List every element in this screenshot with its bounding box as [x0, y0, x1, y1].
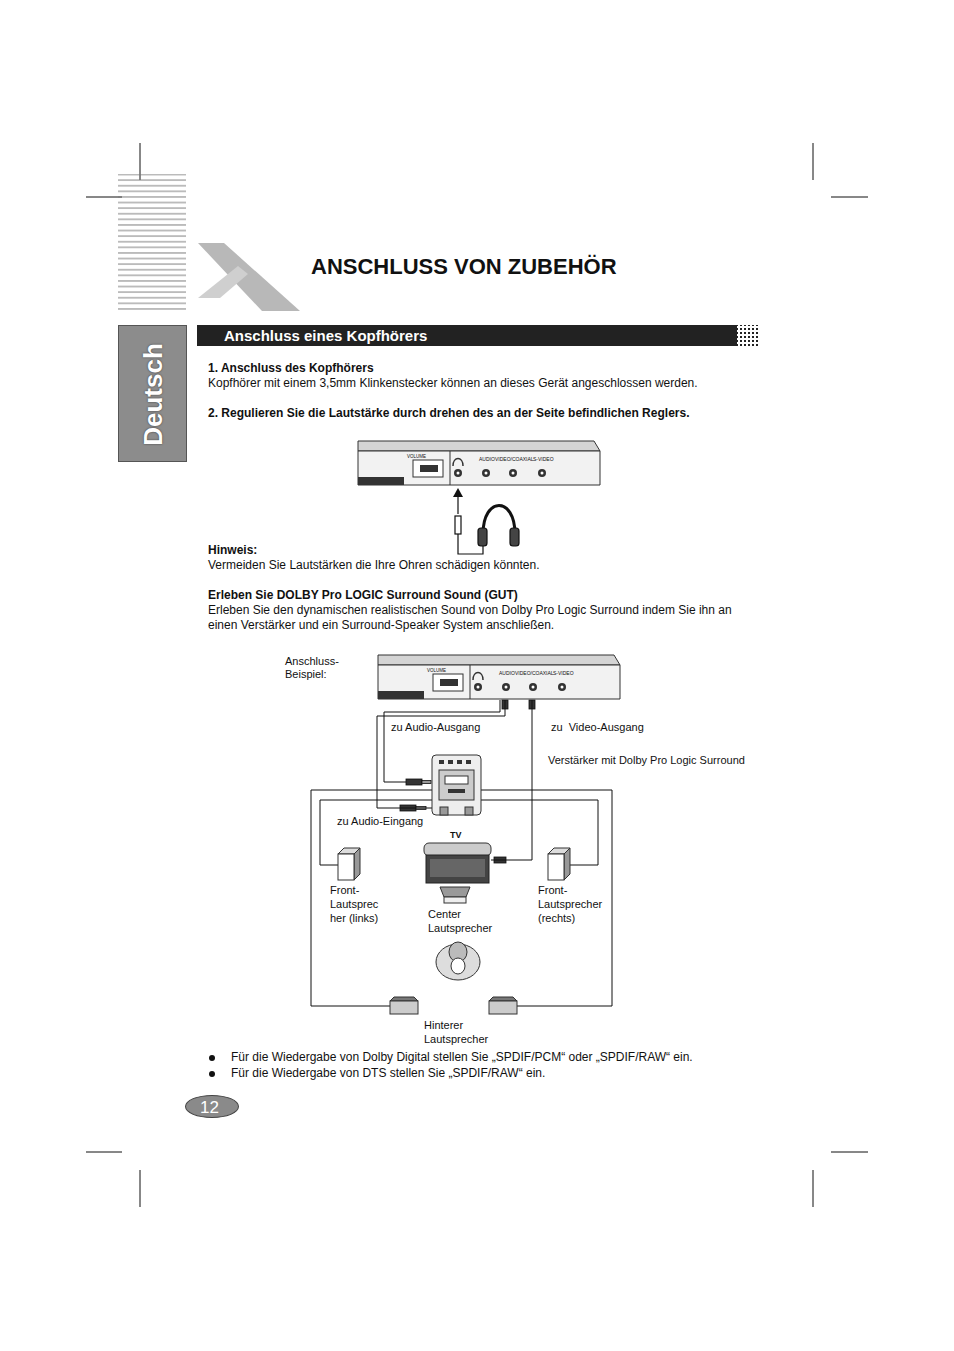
speaker-front-right-drawing	[548, 848, 570, 880]
player-panel: VOLUME AUDIOVIDEO/COAXIALS-VIDEO	[378, 655, 620, 700]
cable-line	[491, 700, 532, 860]
text-label: zu Video-Ausgang	[551, 720, 671, 735]
text-label: Vermeiden Sie Lautstärken die Ihre Ohren…	[208, 558, 768, 573]
bullets	[209, 1055, 215, 1077]
side-stripes	[118, 174, 186, 311]
text-label: Hinweis:	[208, 543, 408, 558]
language-tab: Deutsch	[118, 325, 187, 462]
text-label: Erleben Sie DOLBY Pro LOGIC Surround Sou…	[208, 588, 768, 603]
speaker-front-left-drawing	[338, 848, 360, 880]
text-label: zu Audio-Eingang	[337, 814, 427, 829]
headphones	[453, 488, 519, 554]
node-text: Hinterer Lautsprecher	[424, 1019, 504, 1047]
node-text: Deutsch	[119, 326, 188, 463]
node-text: VOLUME	[407, 454, 426, 460]
text-label: Anschluss-Beispiel:	[285, 655, 347, 681]
text-label: 2. Regulieren Sie die Lautstärke durch d…	[208, 406, 788, 421]
node-text: Anschluss eines Kopfhörers	[224, 327, 427, 346]
node-text: Verstärker mit Dolby Pro Logic Surround	[548, 754, 745, 768]
page-number: 12	[185, 1095, 239, 1118]
text-label: Erleben Sie den dynamischen realistische…	[208, 603, 753, 633]
node-text: Front- Lautsprecher (rechts)	[538, 884, 608, 925]
node-text: VIDEO/COAXIAL	[515, 670, 554, 676]
cable-line	[320, 800, 432, 865]
player-panel: VOLUME AUDIOVIDEO/COAXIALS-VIDEO	[358, 441, 600, 485]
speakers-rear: Hinterer Lautsprecher	[390, 995, 517, 1015]
extra-wires	[384, 700, 612, 1006]
node-text: S-VIDEO	[533, 456, 554, 462]
node-text: AUDIO	[479, 456, 495, 462]
text-label: Für die Wiedergabe von DTS stellen Sie „…	[231, 1066, 791, 1081]
node-text: AUDIO	[499, 670, 515, 676]
node-text: VIDEO/COAXIAL	[495, 456, 534, 462]
logo-x	[198, 243, 300, 311]
tv-set: TV	[424, 843, 491, 883]
node-text: 12	[186, 1097, 233, 1118]
speaker-front-left: Front- Lautsprec her (links)	[338, 848, 360, 880]
text-label: 1. Anschluss des Kopfhörers	[208, 361, 768, 376]
player-panel-drawing	[378, 655, 620, 700]
amplifier: Verstärker mit Dolby Pro Logic Surround	[432, 755, 481, 815]
text-label: zu Audio-Ausgang	[391, 720, 501, 735]
section-band: Anschluss eines Kopfhörers	[197, 325, 737, 346]
band-hatch	[735, 325, 760, 346]
text-label: Kopfhörer mit einem 3,5mm Klinkenstecker…	[208, 376, 768, 391]
speaker-center-drawing	[440, 887, 470, 904]
amplifier-drawing	[432, 755, 481, 815]
tv-set-drawing	[424, 843, 491, 883]
cable-line	[481, 800, 598, 865]
speaker-front-right: Front- Lautsprecher (rechts)	[548, 848, 570, 880]
crop-marks	[86, 143, 868, 1207]
node-text: Front- Lautsprec her (links)	[330, 884, 396, 925]
node-text: TV	[450, 830, 462, 841]
speakers-rear-drawing	[390, 995, 517, 1015]
player-panel-drawing	[358, 441, 600, 485]
page-title: ANSCHLUSS VON ZUBEHÖR	[311, 254, 617, 280]
listener	[436, 942, 480, 980]
text-label: Für die Wiedergabe von Dolby Digital ste…	[231, 1050, 791, 1065]
speaker-center: Center Lautsprecher	[440, 887, 470, 904]
node-text: Center Lautsprecher	[428, 908, 502, 936]
node-text: VOLUME	[427, 668, 446, 674]
cable-line	[377, 700, 505, 808]
cable-line	[311, 790, 432, 1006]
node-text: S-VIDEO	[553, 670, 574, 676]
